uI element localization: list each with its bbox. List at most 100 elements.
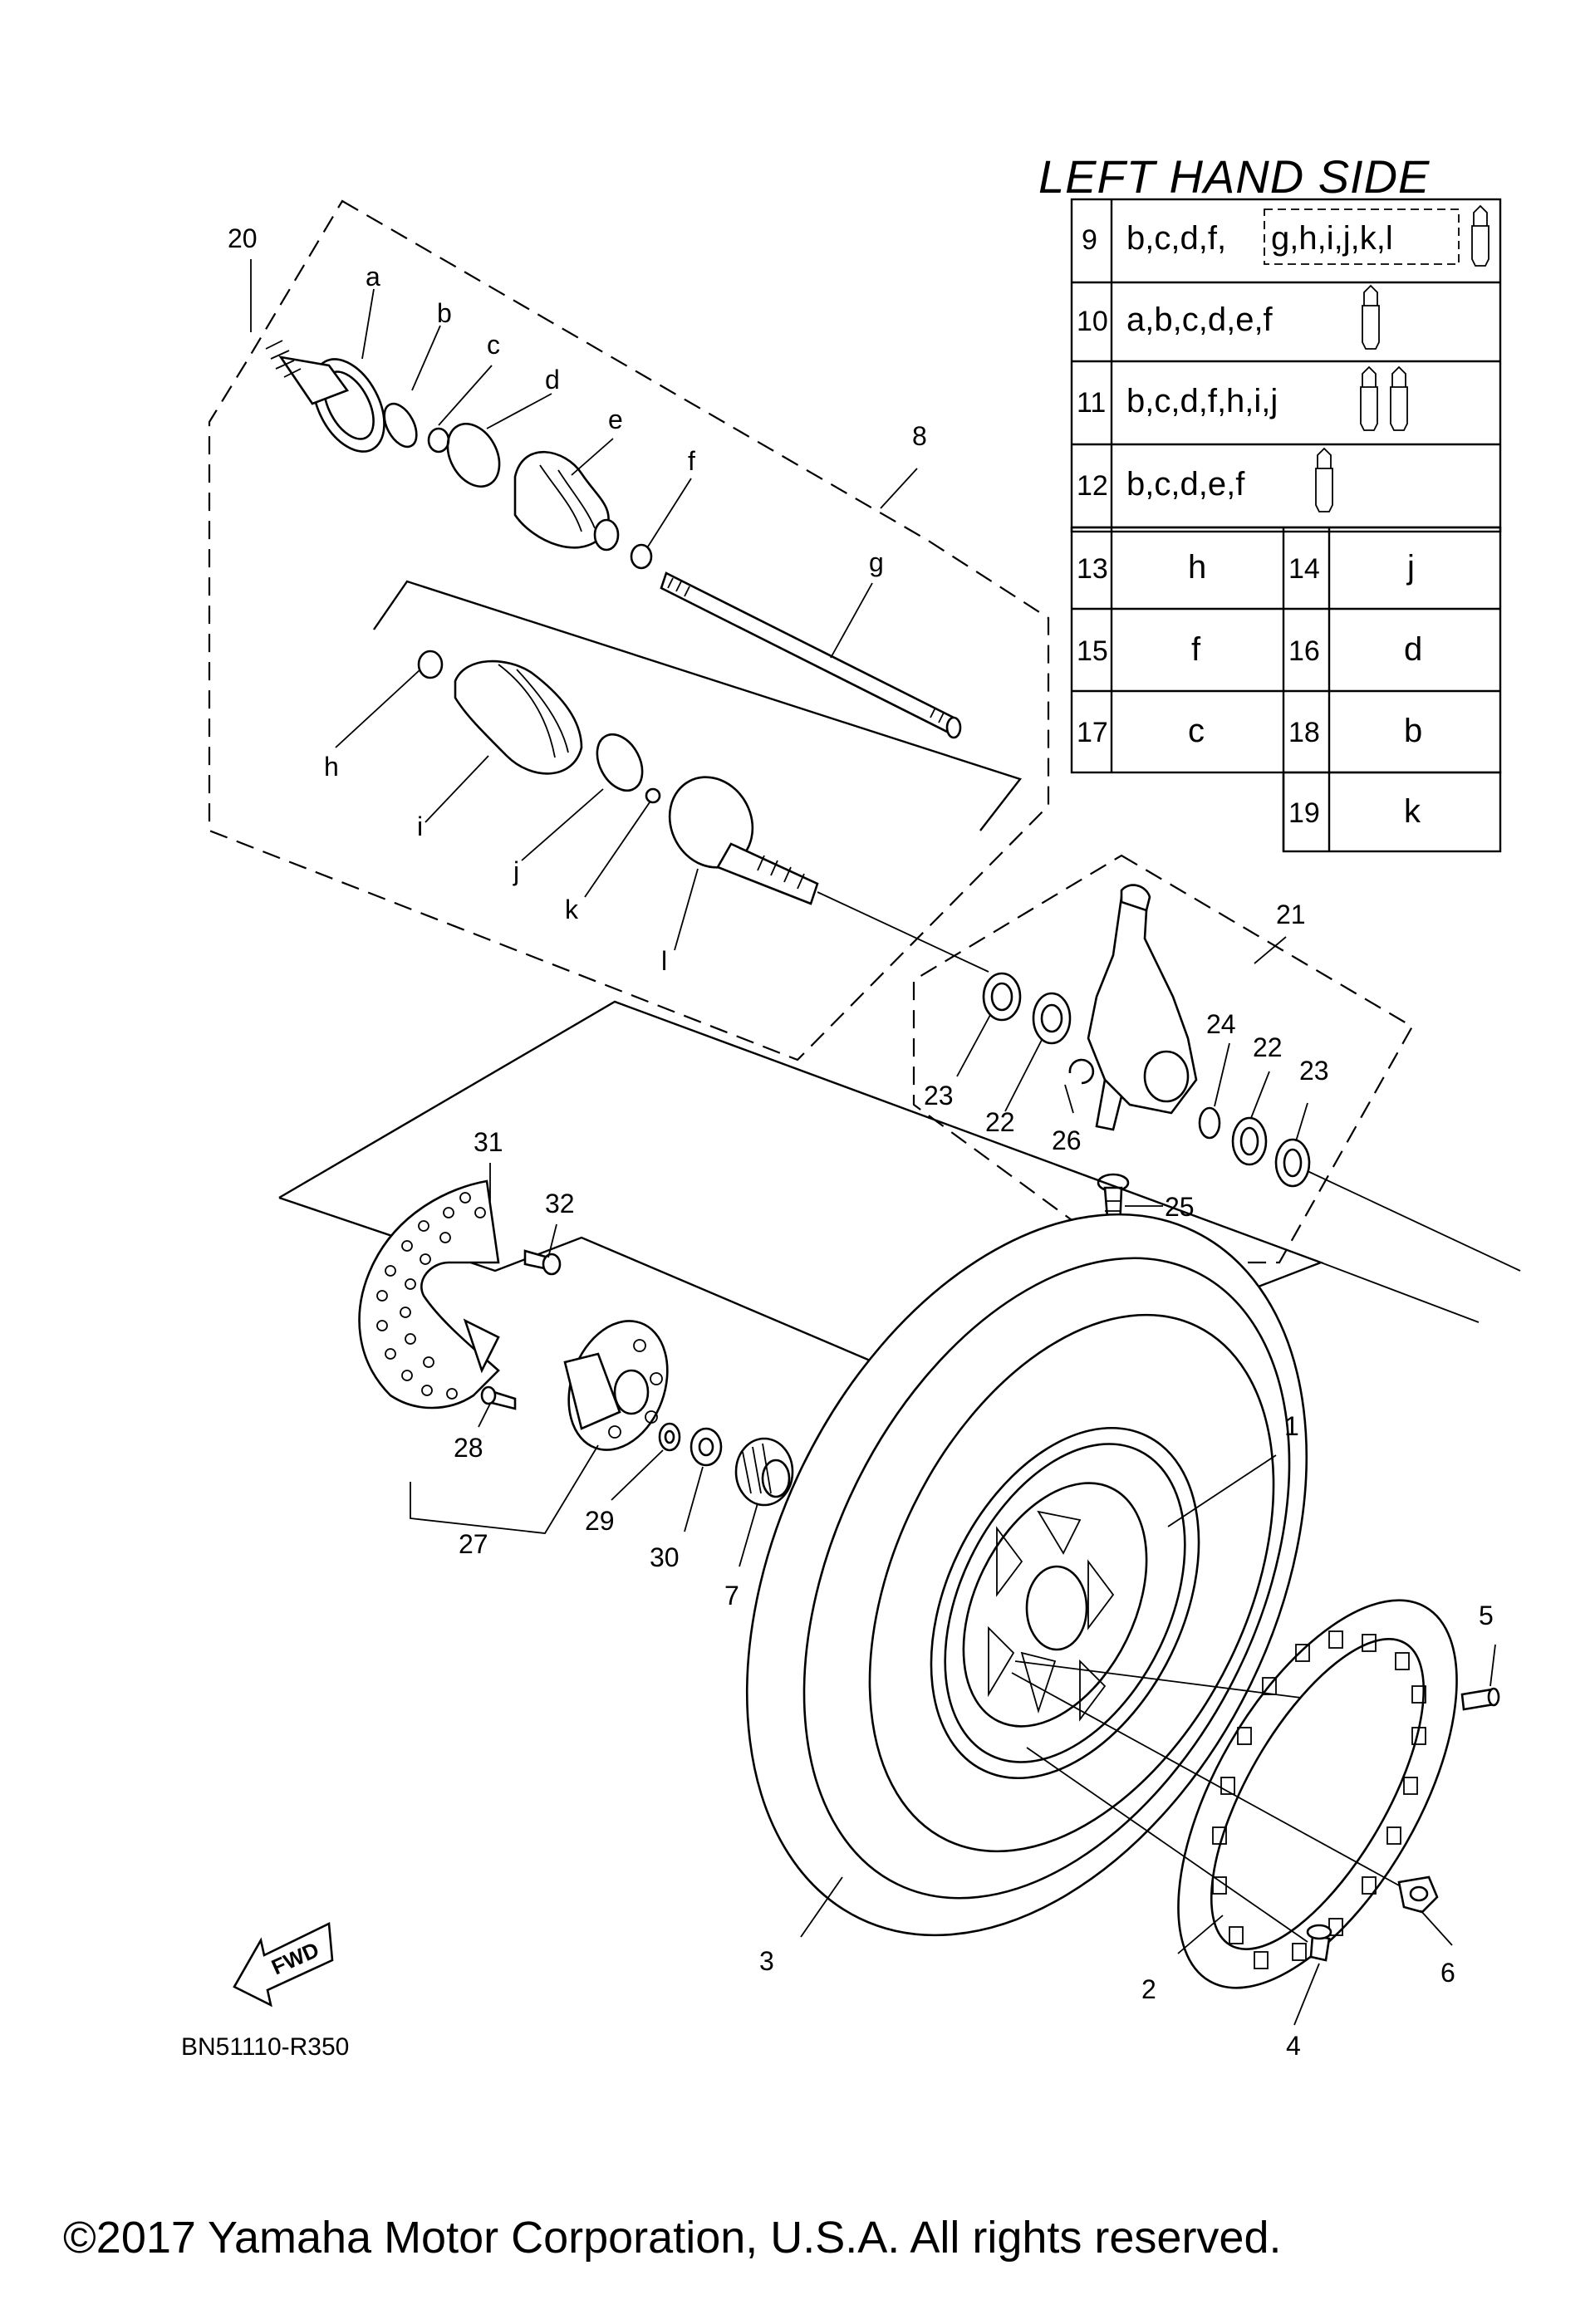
callout-7: 7 — [724, 1581, 739, 1611]
callout-30: 30 — [650, 1542, 680, 1572]
kit-pair-13-number: 13 — [1077, 553, 1108, 585]
kit-row-11-parts: b,c,d,f,h,i,j — [1126, 383, 1278, 419]
grease-tube-icon — [1471, 204, 1489, 267]
boot-band-small — [427, 427, 450, 454]
leader-lines — [250, 259, 1496, 2026]
kit-pair-16-number: 16 — [1288, 635, 1320, 667]
callout-28: 28 — [454, 1433, 483, 1463]
forward-arrow-icon: FWD — [233, 1922, 334, 2008]
callout-22a: 22 — [985, 1107, 1015, 1137]
kit-table: 9 b,c,d,f, g,h,i,j,k,l 10 a,b,c,d,e,f 11… — [1070, 198, 1502, 853]
callout-2: 2 — [1141, 1974, 1156, 2004]
callout-3: 3 — [759, 1946, 774, 1976]
callout-4: 4 — [1286, 2031, 1301, 2061]
shaft-clip — [645, 787, 661, 804]
kit-row-9-boxed-frame — [1264, 208, 1460, 265]
callouts: 20 a b c d e f 8 g h i j k l 21 24 22 23… — [228, 223, 1494, 2061]
kit-row-9-parts: b,c,d,f, — [1126, 220, 1226, 257]
washer — [658, 1422, 681, 1452]
oil-seal — [1274, 1138, 1311, 1188]
outer-boot — [513, 450, 620, 552]
kit-pair-17-number: 17 — [1077, 717, 1108, 748]
inner-boot — [454, 659, 583, 775]
callout-1: 1 — [1284, 1411, 1299, 1441]
kit-row-9-number: 9 — [1082, 224, 1097, 256]
beadlock-bolt — [1306, 1924, 1332, 1962]
outer-cv-joint — [265, 340, 385, 453]
copyright-notice: ©2017 Yamaha Motor Corporation, U.S.A. A… — [63, 2213, 1282, 2263]
boot-band-f — [630, 543, 653, 570]
kit-pair-13-value: h — [1188, 549, 1206, 586]
kit-row-10-parts: a,b,c,d,e,f — [1126, 302, 1274, 338]
disc-bolt — [523, 1249, 562, 1276]
spacer — [1198, 1106, 1221, 1140]
kit-pair-18-number: 18 — [1288, 717, 1320, 748]
boot-band-large — [446, 423, 501, 488]
callout-22b: 22 — [1253, 1032, 1283, 1062]
callout-g: g — [869, 547, 884, 577]
kit-pair-19-number: 19 — [1288, 797, 1320, 829]
callout-6: 6 — [1440, 1958, 1455, 1988]
drive-shaft — [660, 571, 962, 739]
knuckle-assembly — [912, 854, 1521, 1272]
bearing — [1032, 992, 1072, 1045]
hub-stud — [480, 1385, 517, 1410]
kit-pair-14-number: 14 — [1288, 553, 1320, 585]
callout-26: 26 — [1052, 1125, 1082, 1155]
callout-24: 24 — [1206, 1009, 1236, 1039]
callout-c: c — [487, 330, 500, 360]
callout-32: 32 — [545, 1189, 575, 1218]
oil-seal — [982, 972, 1022, 1022]
callout-8: 8 — [912, 421, 927, 451]
callout-b: b — [437, 298, 452, 328]
wheel-rim — [930, 1426, 1200, 1780]
tire — [745, 1213, 1308, 1937]
diagram-title: LEFT HAND SIDE — [1038, 150, 1430, 203]
callout-d: d — [545, 365, 560, 395]
boot-band-j — [596, 733, 644, 792]
drive-shaft-assembly — [208, 199, 1050, 1061]
callout-20: 20 — [228, 223, 258, 253]
brake-disc — [358, 1179, 500, 1410]
kit-pair-18-value: b — [1404, 713, 1422, 749]
kit-row-11-number: 11 — [1077, 387, 1106, 419]
tire-valve — [1460, 1687, 1500, 1711]
callout-25: 25 — [1165, 1192, 1195, 1222]
callout-31: 31 — [474, 1127, 503, 1157]
hub-collar — [734, 1437, 794, 1507]
circlip — [383, 402, 418, 449]
kit-pair-15-number: 15 — [1077, 635, 1108, 667]
wheel-hub — [563, 1320, 669, 1451]
wheel-nut — [1397, 1875, 1439, 1914]
callout-27: 27 — [459, 1529, 488, 1559]
kit-pair-14-value: j — [1406, 549, 1415, 586]
axle-nut — [690, 1427, 723, 1467]
grease-tube-icon — [1360, 365, 1378, 431]
callout-21: 21 — [1276, 900, 1306, 929]
callout-h: h — [324, 752, 339, 782]
callout-29: 29 — [585, 1506, 615, 1536]
knuckle-circlip — [1068, 1058, 1095, 1085]
callout-j: j — [513, 856, 519, 886]
grease-tube-icon — [1390, 365, 1408, 431]
kit-row-9-boxed-parts: g,h,i,j,k,l — [1271, 220, 1393, 257]
callout-5: 5 — [1479, 1601, 1494, 1630]
bearing — [1231, 1116, 1268, 1166]
boot-band-h — [417, 650, 444, 679]
kit-row-10-number: 10 — [1077, 306, 1108, 337]
callout-f: f — [688, 446, 695, 476]
callout-a: a — [366, 262, 380, 292]
grease-tube-icon — [1362, 284, 1380, 350]
beadlock-ring — [1177, 1599, 1458, 1989]
callout-l: l — [661, 946, 667, 976]
steering-knuckle — [1087, 884, 1198, 1131]
callout-23b: 23 — [1299, 1056, 1329, 1086]
kit-pair-16-value: d — [1404, 631, 1422, 668]
diagram-code: BN51110-R350 — [181, 2033, 349, 2061]
kit-row-12-number: 12 — [1077, 470, 1108, 502]
inner-cv-joint — [668, 776, 819, 905]
grease-tube-icon — [1315, 447, 1333, 512]
kit-pair-19-value: k — [1404, 793, 1421, 830]
callout-23a: 23 — [924, 1081, 954, 1111]
